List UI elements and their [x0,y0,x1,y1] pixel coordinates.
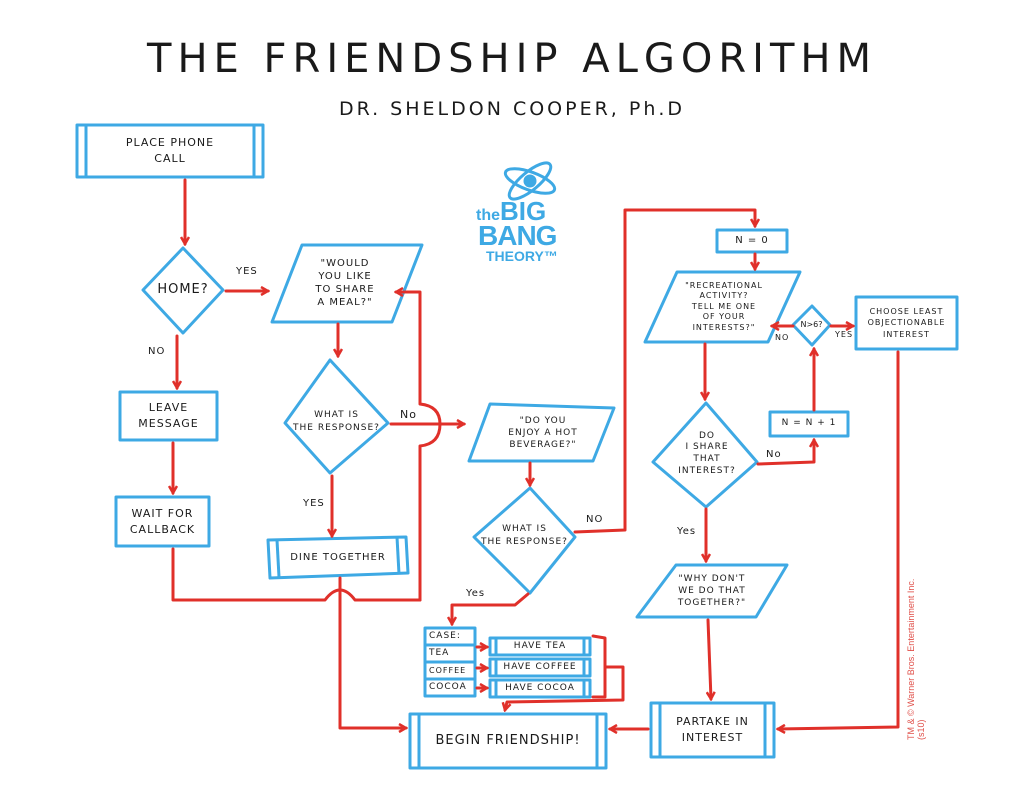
shape-leave-message [118,390,219,442]
node-wait-for-callback: WAIT FOR CALLBACK [129,506,196,536]
arrow-response2-no [573,208,755,534]
shape-share-meal [270,243,424,324]
node-have-tea: HAVE TEA [513,640,567,651]
label-home-no: NO [148,346,166,357]
logo-the: the [476,207,500,224]
node-begin-friendship: BEGIN FRIENDSHIP! [435,732,581,748]
shape-have-cocoa [488,678,592,699]
label-home-yes: YES [236,266,258,277]
node-share-interest-decision: DO I SHARE THAT INTEREST? [678,430,736,476]
shape-dine [266,535,410,580]
node-partake-in-interest: PARTAKE IN INTEREST [676,715,749,744]
shape-share-interest [651,401,759,509]
arrow-dine-to-begin [338,576,406,728]
big-bang-theory-logo: theBIG BANG THEORY™ [470,160,580,270]
label-response1-no: No [400,408,417,421]
shape-why-dont [635,563,789,619]
shape-n-inc [768,410,850,438]
node-response-decision-1: WHAT IS THE RESPONSE? [293,409,380,433]
shape-home [141,246,225,335]
case-tea: TEA [429,647,450,658]
node-have-cocoa: HAVE COCOA [505,682,575,693]
node-have-coffee: HAVE COFFEE [503,661,577,672]
diagram-title: THE FRIENDSHIP ALGORITHM [147,36,877,82]
shape-have-coffee [488,657,592,678]
shape-n0 [715,228,789,254]
node-leave-message: LEAVE MESSAGE [138,401,199,430]
label-share-yes: Yes [677,526,697,537]
shape-have-tea [488,636,592,657]
shape-wait-callback [114,495,211,548]
shape-place-call [75,123,265,179]
node-dine-together: DINE TOGETHER [290,551,386,563]
logo-bang: BANG [478,220,557,251]
shape-hot-bev [467,402,616,463]
label-response2-no: NO [586,514,604,525]
arrow-loop-to-meal [396,292,442,602]
copyright-notice: TM & © Warner Bros. Entertainment Inc. (… [906,578,926,740]
case-header: CASE: [429,630,461,641]
node-n-equals-zero: N = 0 [735,234,769,246]
arrow-share-no [756,440,814,466]
shape-response1 [283,358,390,475]
arrow-response2-yes [452,592,530,624]
shape-recreational [643,270,802,344]
node-share-meal-question: "WOULD YOU LIKE TO SHARE A MEAL?" [315,258,375,308]
label-ngt6-yes: YES [835,330,854,339]
node-home-decision: HOME? [157,281,209,297]
brace-to-begin [505,634,625,710]
label-share-no: No [766,449,782,460]
arrow-wait-to-begin [171,547,422,602]
logo-theory: THEORY™ [486,248,558,264]
atom-icon [503,161,557,201]
node-hot-beverage-question: "DO YOU ENJOY A HOT BEVERAGE?" [508,415,578,451]
arrow-leastobj-to-partake [778,350,900,729]
label-response1-yes: YES [303,498,325,509]
logo-big: BIG [500,196,547,226]
node-n-increment: N = N + 1 [781,418,837,429]
diagram-author: DR. SHELDON COOPER, Ph.D [338,98,686,120]
node-recreational-question: "RECREATIONAL ACTIVITY? TELL ME ONE OF Y… [685,281,763,332]
node-choose-least-objectionable: CHOOSE LEAST OBJECTIONABLE INTEREST [867,306,946,339]
case-coffee: COFFEE [429,665,467,675]
shape-case-table [423,626,477,698]
node-response-decision-2: WHAT IS THE RESPONSE? [481,523,568,547]
shape-least-obj [854,295,959,351]
label-ngt6-no: NO [775,333,790,342]
node-why-dont-question: "WHY DON'T WE DO THAT TOGETHER?" [677,573,747,609]
arrow-why-to-partake [708,618,711,699]
node-n-greater-than-6: N>6? [800,320,823,330]
label-response2-yes: Yes [466,588,486,599]
node-place-phone-call: PLACE PHONE CALL [125,136,215,165]
case-cocoa: COCOA [429,681,467,692]
shape-ngt6 [791,304,832,347]
shape-response2 [472,486,577,595]
shape-partake [649,701,776,759]
